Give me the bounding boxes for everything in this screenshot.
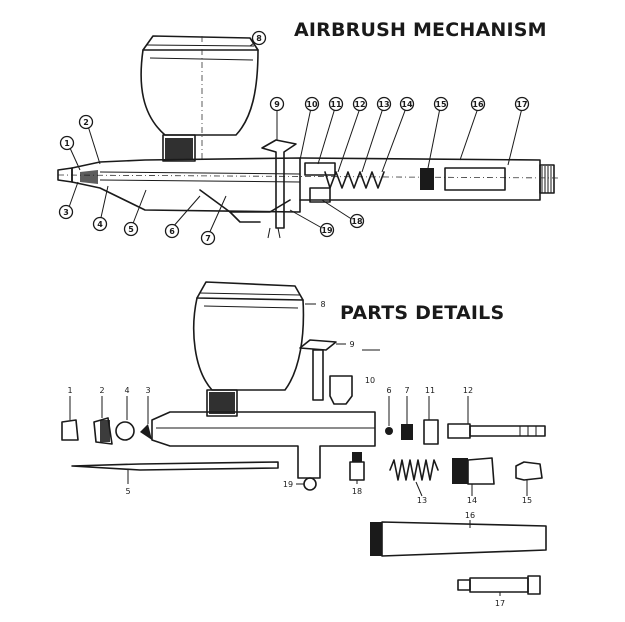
callout-number: 9 bbox=[274, 100, 280, 109]
part-label-11: 11 bbox=[425, 386, 435, 395]
assembled-body bbox=[57, 139, 561, 239]
callout-number: 3 bbox=[63, 208, 69, 217]
callout-number: 4 bbox=[97, 220, 103, 229]
part-body bbox=[151, 411, 376, 479]
part-label-17: 17 bbox=[495, 599, 505, 608]
part-air-valve bbox=[349, 452, 365, 481]
callout-number: 19 bbox=[321, 226, 333, 235]
part-nozzle-cap bbox=[93, 417, 113, 445]
callout-number: 10 bbox=[306, 100, 318, 109]
part-needle-chuck bbox=[423, 419, 439, 445]
part-needle-cap bbox=[61, 419, 79, 441]
part-spring bbox=[389, 459, 439, 481]
callout-circle-4: 4 bbox=[92, 216, 108, 232]
callout-circle-12: 12 bbox=[352, 96, 368, 112]
callout-circle-7: 7 bbox=[200, 230, 216, 246]
callout-number: 5 bbox=[128, 225, 134, 234]
callout-number: 18 bbox=[351, 217, 363, 226]
part-needle bbox=[71, 461, 279, 471]
part-trigger bbox=[299, 339, 380, 401]
callout-circle-11: 11 bbox=[328, 96, 344, 112]
callout-number: 15 bbox=[435, 100, 447, 109]
part-label-8: 8 bbox=[320, 300, 325, 309]
callout-number: 2 bbox=[83, 118, 89, 127]
part-label-12: 12 bbox=[463, 386, 473, 395]
part-label-16: 16 bbox=[465, 511, 475, 520]
part-label-10: 10 bbox=[365, 376, 375, 385]
callout-circle-5: 5 bbox=[123, 221, 139, 237]
part-valve-guide bbox=[401, 424, 413, 440]
part-label-15: 15 bbox=[522, 496, 532, 505]
callout-circle-10: 10 bbox=[304, 96, 320, 112]
part-paint-cup bbox=[192, 281, 316, 417]
callout-circle-9: 9 bbox=[269, 96, 285, 112]
callout-circle-1: 1 bbox=[59, 135, 75, 151]
callout-circle-19: 19 bbox=[319, 222, 335, 238]
callout-number: 17 bbox=[516, 100, 527, 109]
part-label-1: 1 bbox=[67, 386, 72, 395]
part-leaders bbox=[69, 396, 528, 596]
diagram-title-parts: PARTS DETAILS bbox=[340, 302, 505, 324]
part-spring-guide bbox=[452, 457, 495, 485]
assembled-airbrush: 1 2 3 4 5 6 7 8 9 10 11 12 13 14 15 16 1… bbox=[57, 30, 561, 246]
callout-number: 13 bbox=[378, 100, 389, 109]
part-label-7: 7 bbox=[404, 386, 409, 395]
callout-circle-13: 13 bbox=[376, 96, 392, 112]
callout-number: 6 bbox=[169, 227, 175, 236]
callout-circle-15: 15 bbox=[433, 96, 449, 112]
assembled-paint-cup bbox=[140, 35, 259, 162]
callout-circle-3: 3 bbox=[58, 204, 74, 220]
part-end-cap bbox=[457, 575, 541, 595]
callout-number: 12 bbox=[354, 100, 365, 109]
part-label-3: 3 bbox=[145, 386, 150, 395]
part-label-19: 19 bbox=[283, 480, 293, 489]
part-nozzle bbox=[140, 424, 152, 440]
callout-circle-6: 6 bbox=[164, 223, 180, 239]
part-handle bbox=[370, 521, 547, 557]
part-label-6: 6 bbox=[386, 386, 391, 395]
callout-number: 16 bbox=[472, 100, 484, 109]
callout-circle-18: 18 bbox=[349, 213, 365, 229]
part-small-washer bbox=[385, 427, 393, 435]
part-needle-lock bbox=[515, 461, 543, 481]
part-hose-ring bbox=[303, 477, 317, 491]
part-label-4: 4 bbox=[124, 386, 129, 395]
callout-number: 1 bbox=[64, 139, 70, 148]
part-label-2: 2 bbox=[99, 386, 104, 395]
callout-circle-14: 14 bbox=[399, 96, 415, 112]
callout-number: 11 bbox=[330, 100, 342, 109]
callout-circle-16: 16 bbox=[470, 96, 486, 112]
callout-circle-8: 8 bbox=[251, 30, 267, 46]
part-label-18: 18 bbox=[352, 487, 362, 496]
callout-circle-17: 17 bbox=[514, 96, 530, 112]
part-o-ring bbox=[115, 421, 135, 441]
callout-number: 7 bbox=[205, 234, 211, 243]
part-trigger-base bbox=[329, 375, 353, 405]
exploded-parts: 1 2 3 4 5 6 7 8 9 10 11 12 13 14 15 16 1… bbox=[61, 281, 547, 608]
diagram-title-mechanism: AIRBRUSH MECHANISM bbox=[294, 19, 547, 41]
callout-circle-2: 2 bbox=[78, 114, 94, 130]
part-label-9: 9 bbox=[349, 340, 354, 349]
part-label-5: 5 bbox=[125, 487, 130, 496]
part-needle-rod bbox=[447, 423, 546, 439]
part-label-13: 13 bbox=[417, 496, 427, 505]
part-label-14: 14 bbox=[467, 496, 477, 505]
callout-number: 14 bbox=[401, 100, 413, 109]
callout-leaders bbox=[67, 39, 523, 237]
callout-number: 8 bbox=[256, 34, 262, 43]
